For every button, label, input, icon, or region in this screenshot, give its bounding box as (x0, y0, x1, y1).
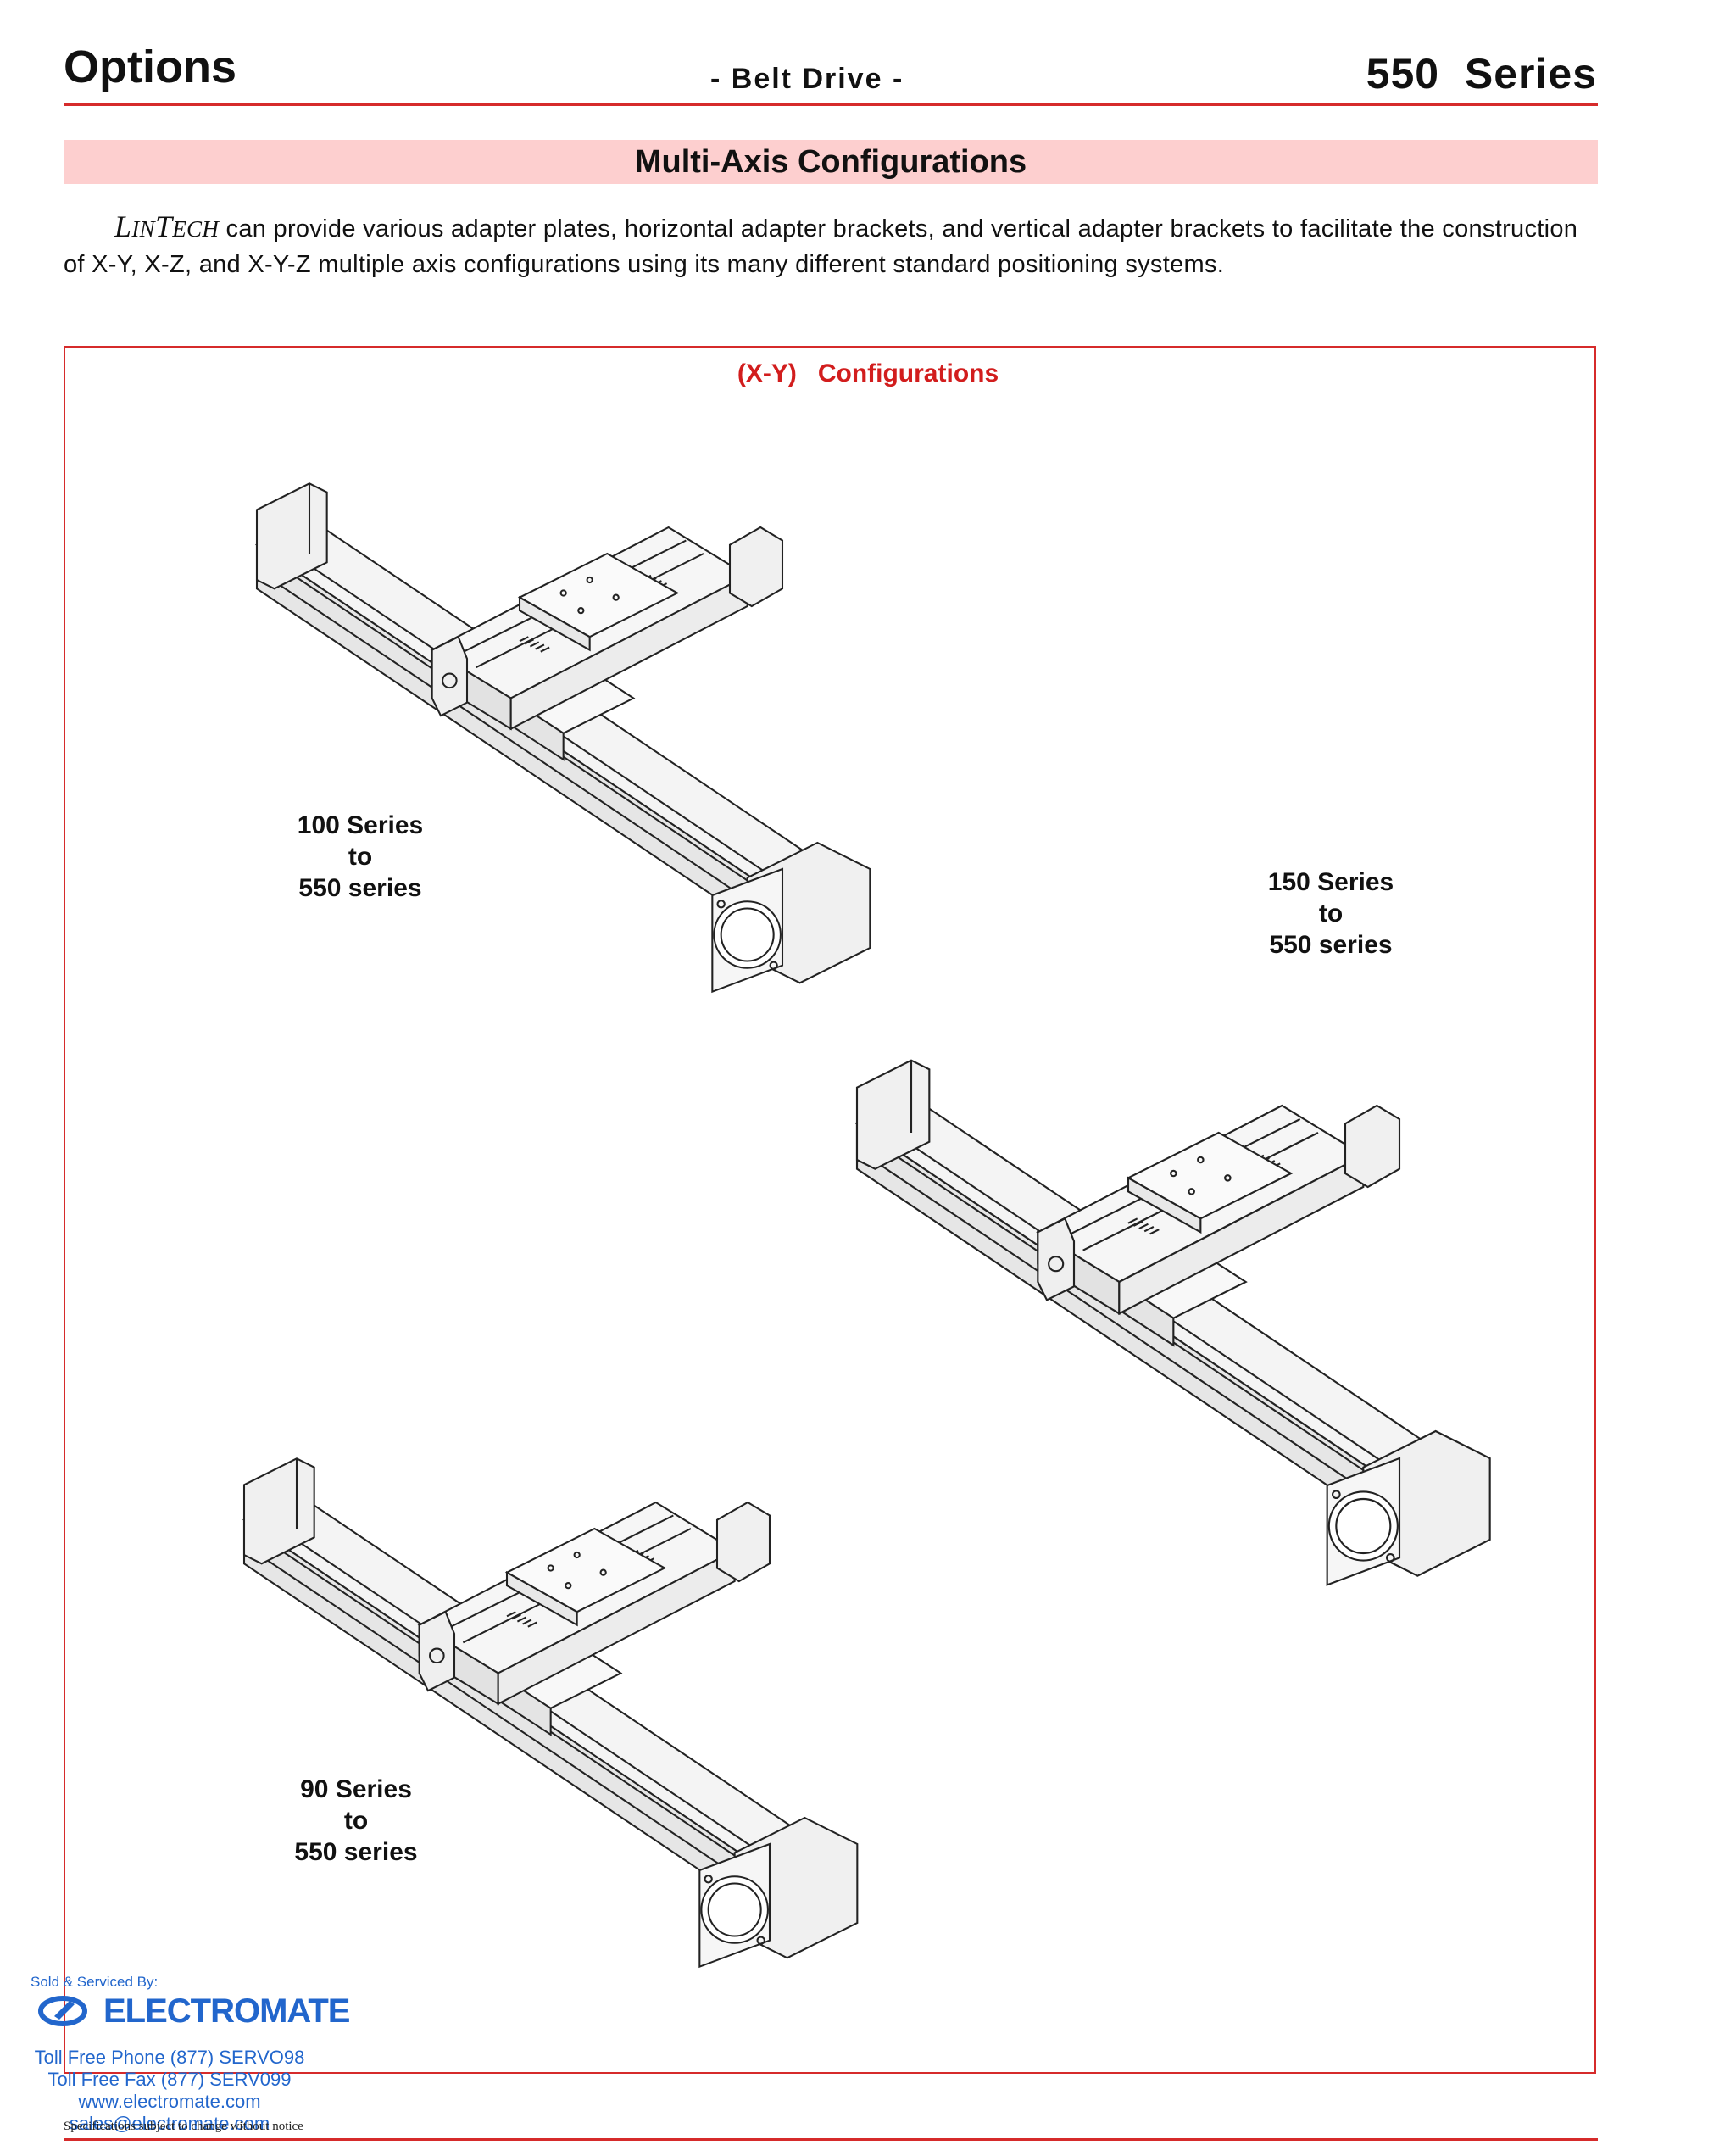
page-subtitle: - Belt Drive - (710, 63, 904, 95)
intro-paragraph: LINTECH can provide various adapter plat… (64, 209, 1598, 282)
xy-config-drawing-3 (242, 1457, 859, 1968)
xy-config-drawing-2 (855, 1059, 1491, 1586)
intro-text: can provide various adapter plates, hori… (64, 215, 1578, 278)
dealer-website-link[interactable]: www.electromate.com (78, 2091, 261, 2112)
dealer-fax: Toll Free Fax (877) SERV099 (47, 2069, 292, 2090)
dealer-email-link[interactable]: sales@electromate.com (69, 2113, 270, 2134)
xy-config-drawing-1 (255, 482, 871, 993)
config-label-90-series: 90 Series to 550 series (294, 1775, 418, 1866)
dealer-stamp: Sold & Serviced By: ELECTROMATE Toll Fre… (25, 1974, 350, 2135)
config-label-100-series: 100 Series to 550 series (297, 811, 424, 902)
footer-rule (64, 2138, 1598, 2141)
figure-frame (64, 346, 1596, 2074)
electromate-logo-icon (38, 1996, 87, 2026)
page-section-title: Options (64, 42, 236, 92)
config-label-150-series: 150 Series to 550 series (1267, 868, 1394, 959)
sold-by-label: Sold & Serviced By: (31, 1974, 159, 1990)
header-rule (64, 103, 1598, 106)
brand-name: LINTECH (114, 209, 220, 243)
dealer-name: ELECTROMATE (103, 1992, 350, 2030)
section-heading-bar: Multi-Axis Configurations (64, 140, 1598, 184)
disclaimer: Specifications subject to change without… (64, 2120, 303, 2133)
figure-title: (X-Y) Configurations (737, 359, 999, 387)
section-heading: Multi-Axis Configurations (634, 143, 1027, 180)
series-title: 550 Series (1366, 50, 1597, 98)
dealer-phone: Toll Free Phone (877) SERVO98 (34, 2047, 305, 2068)
